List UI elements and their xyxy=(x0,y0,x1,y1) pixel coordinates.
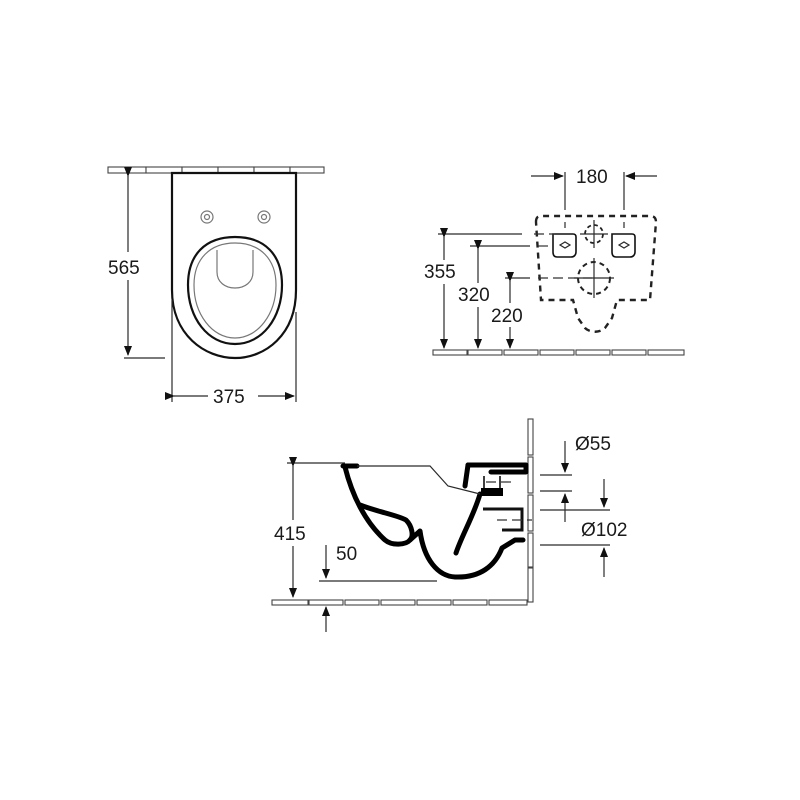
dim-355: 355 xyxy=(424,262,456,283)
dim-375: 375 xyxy=(213,387,245,408)
dim-diameter-102: Ø102 xyxy=(581,520,627,541)
dim-180: 180 xyxy=(576,167,608,188)
bolt-plate-right xyxy=(611,233,636,258)
rear-view: 180 355 320 220 xyxy=(422,167,685,356)
trap-wall xyxy=(453,491,483,556)
dim-diameter-55: Ø55 xyxy=(575,434,611,455)
side-view: 415 50 Ø55 Ø102 xyxy=(270,418,627,632)
bowl-inner xyxy=(357,502,415,543)
dim-220: 220 xyxy=(491,306,523,327)
wall-strip-side-view xyxy=(527,418,534,603)
bowl-profile xyxy=(340,463,526,580)
dim-320: 320 xyxy=(458,285,490,306)
dim-565: 565 xyxy=(108,258,140,279)
bowl-outline-top xyxy=(170,171,298,360)
inlet-fitting xyxy=(481,488,503,496)
bolt-hole-left xyxy=(200,210,214,224)
floor-strip-side-view xyxy=(271,599,528,606)
bolt-plate-left xyxy=(552,233,577,258)
bolt-hole-right xyxy=(257,210,271,224)
dim-50: 50 xyxy=(336,544,357,565)
floor-strip-rear-view xyxy=(432,349,685,356)
flush-opening xyxy=(216,250,254,289)
top-view: 565 375 xyxy=(100,166,325,408)
rear-outline-hidden xyxy=(534,214,658,333)
dim-415: 415 xyxy=(274,524,306,545)
seat-ring xyxy=(186,235,284,346)
